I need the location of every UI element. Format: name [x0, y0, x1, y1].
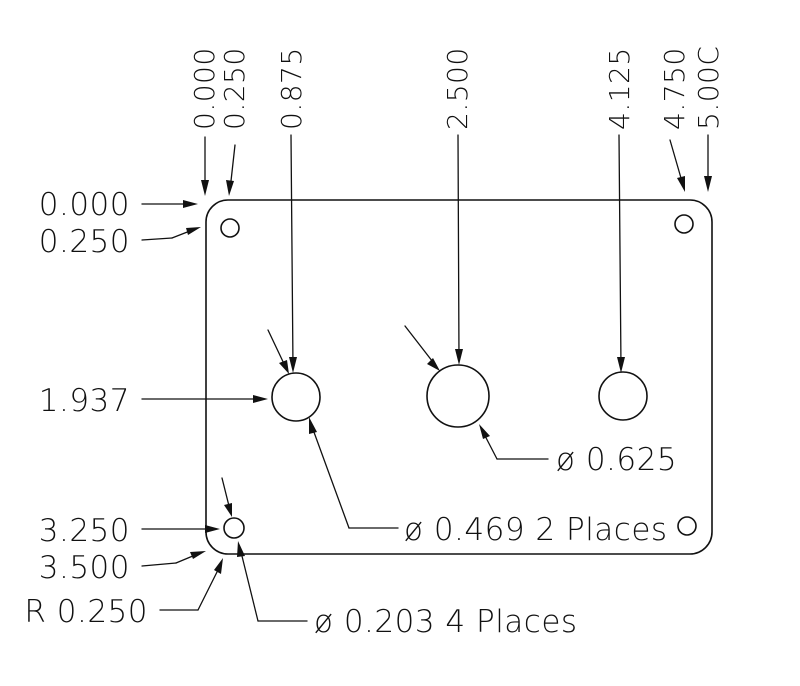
- callout-hole-small: ø 0.203 4 Places: [314, 604, 578, 640]
- corner-hole-top-left: [220, 218, 240, 238]
- corner-radius-label: R 0.250: [24, 594, 148, 630]
- corner-hole-bottom-right: [677, 516, 697, 536]
- hole-medium-left: [271, 372, 321, 422]
- top-dim-6: 5.00C: [692, 46, 725, 130]
- top-dim-1: 0.250: [218, 47, 251, 130]
- hole-large-center: [426, 364, 490, 428]
- corner-hole-bottom-left: [223, 517, 245, 539]
- top-dim-3: 2.500: [441, 47, 474, 130]
- left-dim-1937: 1.937: [39, 383, 130, 419]
- hole-medium-right: [598, 371, 648, 421]
- left-dim-3500: 3.500: [39, 550, 130, 586]
- callout-hole-large: ø 0.625: [556, 442, 677, 478]
- top-dim-4: 4.125: [603, 47, 636, 130]
- top-dim-0: 0.000: [188, 47, 221, 130]
- left-leaders: [141, 200, 268, 611]
- left-dim-0250: 0.250: [39, 224, 130, 260]
- callout-hole-medium: ø 0.469 2 Places: [404, 512, 668, 548]
- left-dim-3250: 3.250: [39, 513, 130, 549]
- callout-leaders: [237, 417, 549, 622]
- corner-hole-top-right: [674, 214, 694, 234]
- top-leaders: [201, 134, 712, 373]
- left-dim-0000: 0.000: [39, 187, 130, 223]
- plate-outline: [205, 199, 713, 555]
- hole-arrows: [221, 325, 440, 517]
- top-dim-2: 0.875: [275, 47, 308, 130]
- top-dim-5: 4.750: [658, 47, 691, 130]
